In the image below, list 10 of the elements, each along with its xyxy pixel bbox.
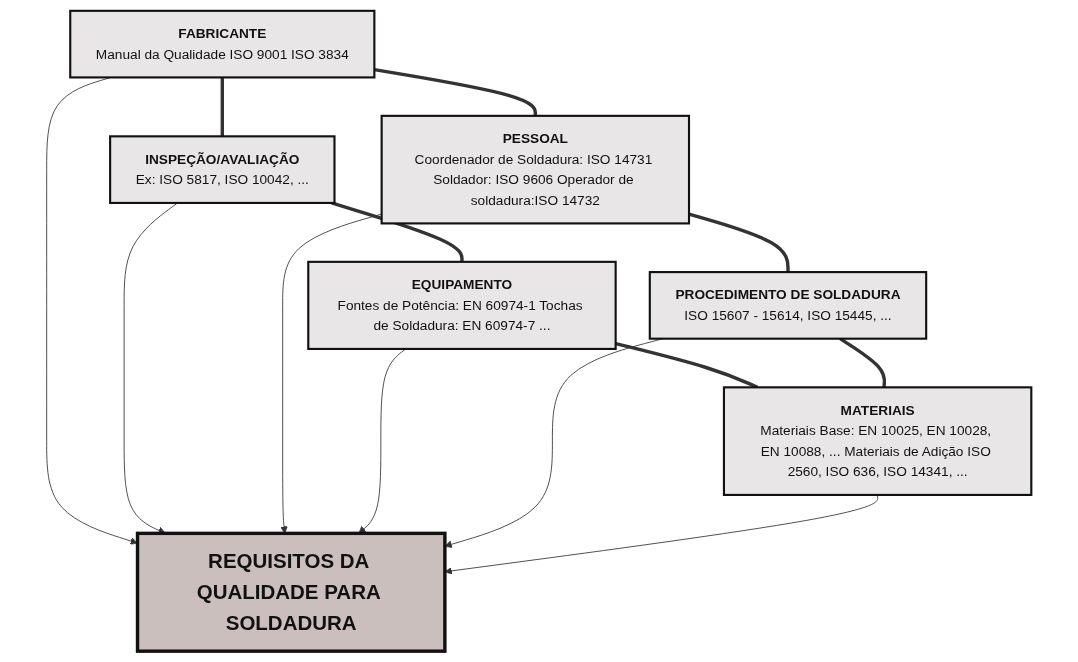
node-box: PESSOAL Coordenador de Soldadura: ISO 14731 Soldador: ISO 9606 Operador de soldadura:ISO 14732 [380,114,691,225]
connector [374,67,538,116]
node-box: INSPEÇÃO/AVALIAÇÃO Ex: ISO 5817, ISO 10042, ... [109,135,336,204]
node-box: FABRICANTE Manual da Qualidade ISO 9001 ISO 3834 [69,9,376,79]
node-box: REQUISITOS DA QUALIDADE PARA SOLDADURA [135,531,447,653]
connector [331,201,464,262]
node-box: PROCEDIMENTO DE SOLDADURA ISO 15607 - 15614, ISO 15445, ... [648,271,928,340]
connector [220,77,224,137]
node-box: EQUIPAMENTO Fontes de Potência: EN 60974-1 Tochas de Soldadura: EN 60974-7 ... [307,260,617,350]
node-box: MATERIAIS Materiais Base: EN 10025, EN 10028, EN 10088, ... Materiais de Adição ISO 2560, ISO 636, ISO 14341, ... [722,386,1033,496]
